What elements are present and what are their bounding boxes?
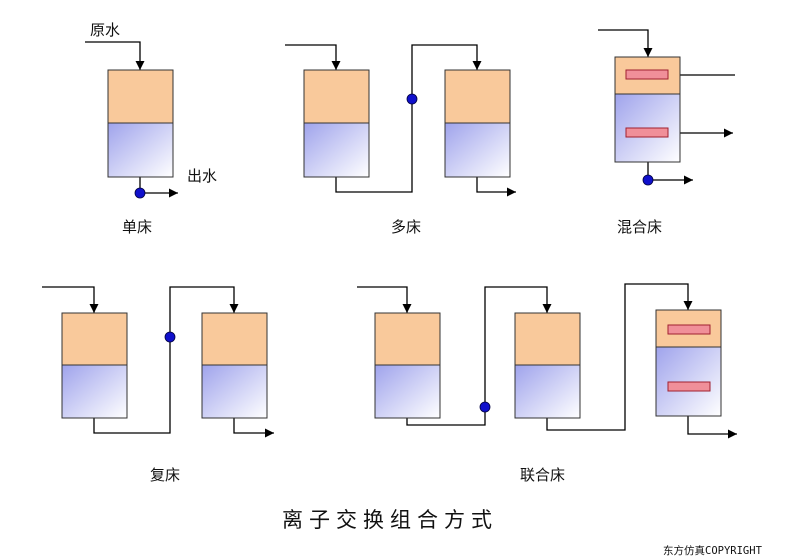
compound-bed-group [42,286,274,438]
multi-bed-column-2 [444,69,511,178]
mixed-bed-distributor-bottom [625,127,669,138]
single-bed-label: 单床 [122,218,152,236]
compound-bed-outlet-pipe [233,418,274,438]
mixed-bed-valve-dot [642,174,654,186]
compound-bed-valve-dot [164,331,176,343]
combined-bed-connect-pipe-2 [546,283,693,431]
single-bed-inlet-pipe [85,41,145,70]
compound-bed-column-2 [201,312,268,419]
combined-bed-outlet-pipe [687,416,737,439]
combined-bed-connect-pipe-1 [406,286,552,426]
combined-bed-distributor-bottom [667,381,711,392]
multi-bed-valve-dot [406,93,418,105]
multi-bed-column-1 [303,69,370,178]
combined-bed-column-1 [374,312,441,419]
compound-bed-label: 复床 [150,466,180,484]
multi-bed-label: 多床 [391,218,421,236]
diagram-title: 离子交换组合方式 [282,508,498,532]
raw-water-label: 原水 [90,21,120,39]
mixed-bed-label: 混合床 [617,218,662,236]
mixed-bed-inlet-pipe [598,29,653,57]
compound-bed-column-1 [61,312,128,419]
combined-bed-distributor-top [667,324,711,335]
single-bed-valve-dot [134,187,146,199]
combined-bed-label: 联合床 [520,466,565,484]
combined-bed-column-2 [514,312,581,419]
multi-bed-outlet-pipe [476,177,516,197]
multi-bed-inlet-pipe [285,44,341,70]
combined-bed-inlet-pipe [357,286,412,313]
multi-bed-group [285,44,516,197]
multi-bed-connect-pipe [335,44,482,193]
combined-bed-valve-dot [479,401,491,413]
compound-bed-inlet-pipe [42,286,99,313]
combined-bed-group [357,283,737,439]
copyright-text: 东方仿真COPYRIGHT [663,544,763,557]
compound-bed-connect-pipe [93,286,239,434]
mixed-bed-distributor-top [625,69,669,80]
out-water-label: 出水 [187,167,217,185]
single-bed-column [107,69,174,178]
